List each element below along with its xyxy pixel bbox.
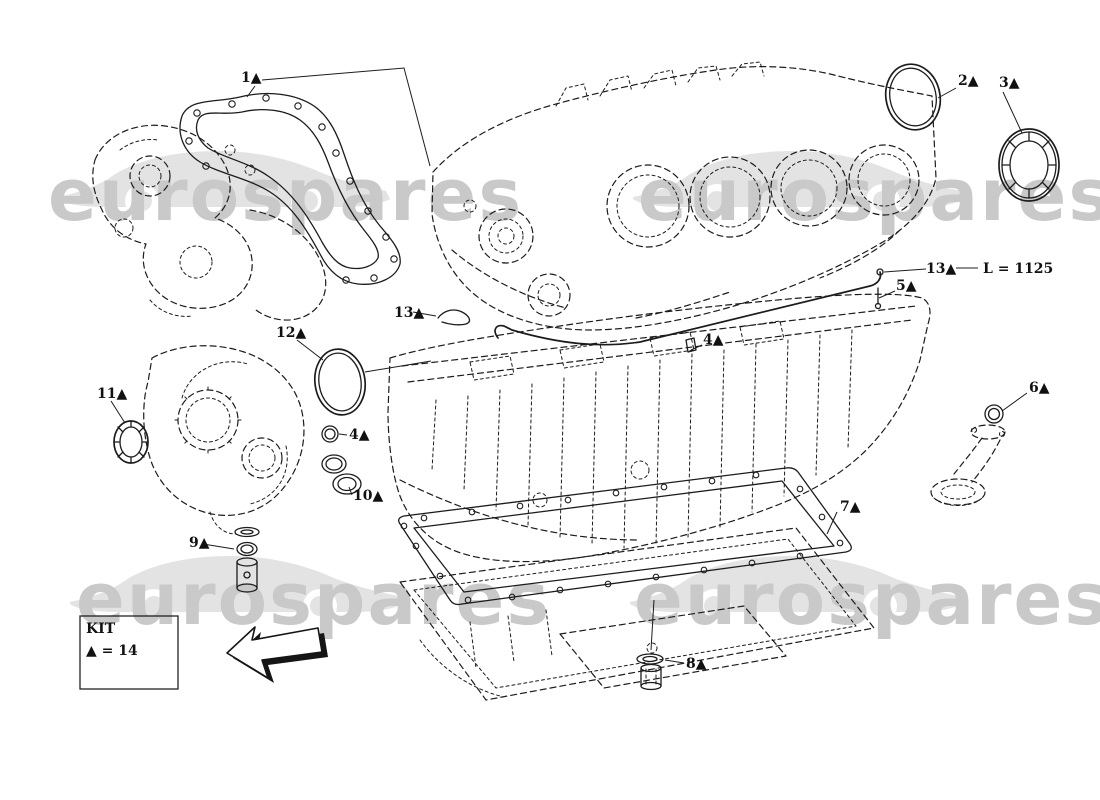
part-label-5: 5▲	[896, 278, 917, 294]
watermark-text: eurospares	[48, 153, 523, 237]
part-label-11: 11▲	[97, 386, 127, 402]
drain-plug-8	[636, 599, 664, 691]
o-ring-4-small	[321, 425, 339, 443]
o-ring-2	[884, 63, 942, 131]
sump-gasket-7	[398, 467, 852, 606]
crankcase	[387, 293, 931, 563]
part-label-3: 3▲	[999, 75, 1020, 91]
part-label-10: 10▲	[353, 488, 383, 504]
seal-11	[113, 420, 149, 464]
oil-pan	[399, 527, 875, 701]
oil-pipe-13	[494, 268, 884, 353]
pipe-clip-13	[437, 309, 471, 326]
front-cover	[143, 345, 305, 535]
kit-title: KIT	[86, 621, 116, 637]
front-housing	[92, 124, 327, 321]
part-label-12: 12▲	[276, 325, 306, 341]
shaft-seal-3	[998, 128, 1060, 202]
part-label-8: 8▲	[686, 656, 707, 672]
o-ring-12	[313, 348, 367, 416]
rings-10	[321, 454, 362, 495]
timing-cover-gasket	[179, 92, 401, 285]
part-label-2: 2▲	[958, 73, 979, 89]
watermark-text: eurospares	[634, 557, 1100, 641]
leader-lines	[110, 67, 1028, 664]
oil-pickup-6	[930, 404, 1006, 506]
part-label-13-pipe: 13▲	[926, 261, 956, 277]
part-label-7: 7▲	[840, 499, 861, 515]
engine-block	[431, 61, 937, 331]
kit-legend: ▲ = 14	[86, 643, 138, 659]
part-label-1: 1▲	[241, 70, 262, 86]
watermark-texts: eurospares eurospares eurospares eurospa…	[48, 153, 1100, 641]
part-label-13-clip: 13▲	[394, 305, 424, 321]
part-label-6: 6▲	[1029, 380, 1050, 396]
part-label-4-oring: 4▲	[349, 427, 370, 443]
part-label-9: 9▲	[189, 535, 210, 551]
part-label-4-pipe: 4▲	[703, 332, 724, 348]
kit-box: KIT ▲ = 14	[79, 615, 179, 690]
direction-arrow	[226, 626, 328, 683]
pipe-length-note: L = 1125	[983, 261, 1053, 277]
watermark-text: eurospares	[638, 153, 1100, 237]
part-labels: 1▲ 2▲ 3▲ 13▲ 13▲ L = 1125 5▲ 4▲ 12▲ 11▲ …	[97, 70, 1053, 672]
plug-stack-9	[234, 526, 260, 593]
